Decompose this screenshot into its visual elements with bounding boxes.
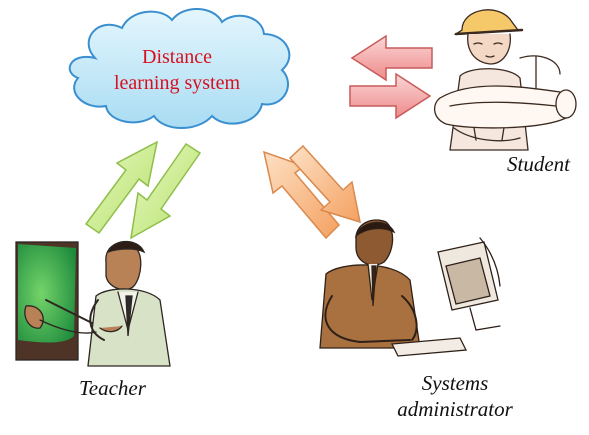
admin-label-line2: administrator <box>397 397 513 421</box>
student-arrows <box>349 34 433 120</box>
admin-arrows <box>262 144 361 240</box>
central-node-label: Distance learning system <box>92 44 262 96</box>
student-label: Student <box>507 152 570 176</box>
central-node-line2: learning system <box>113 72 241 94</box>
cloud-shape <box>68 7 291 129</box>
admin-label-line1: Systems <box>421 371 489 395</box>
central-node-line1: Distance <box>142 46 212 68</box>
teacher-label: Teacher <box>79 376 146 400</box>
student-clipart <box>434 9 577 151</box>
administrator-clipart <box>319 219 501 357</box>
teacher-arrows <box>84 140 202 240</box>
admin-label: Systems administrator <box>380 370 530 422</box>
teacher-clipart <box>15 240 171 367</box>
